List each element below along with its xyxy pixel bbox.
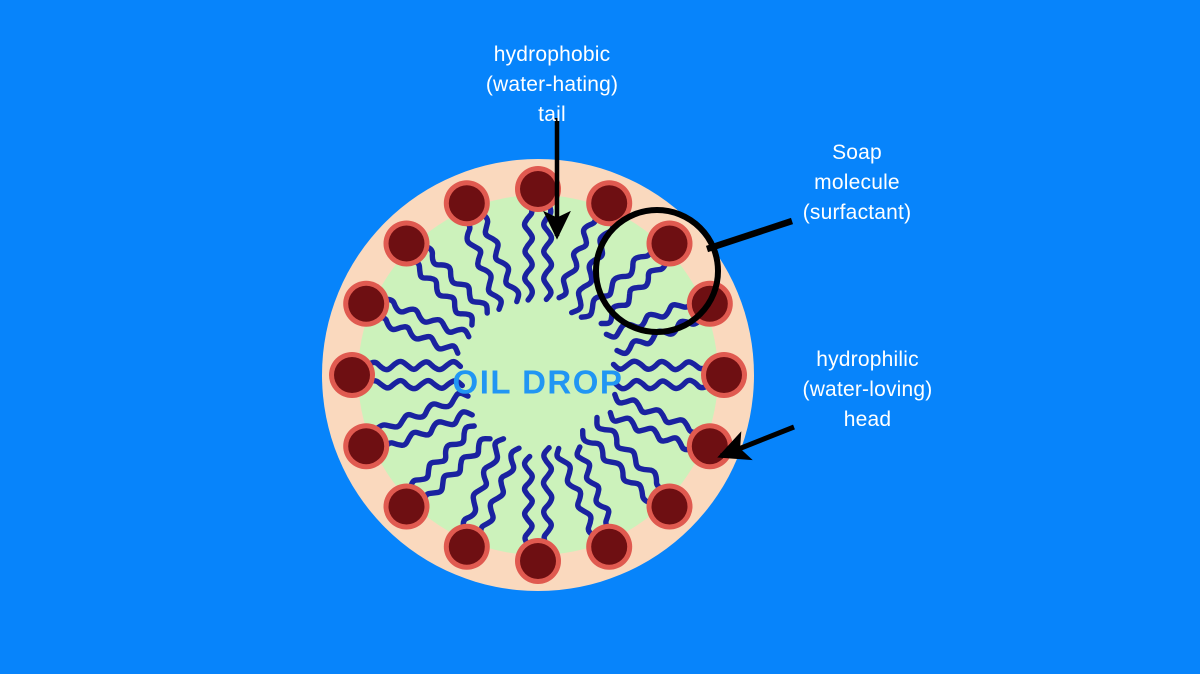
hydrophobic-tail (382, 296, 472, 340)
soap-molecule (343, 390, 475, 470)
hydrophobic-tail (569, 219, 617, 316)
hydrophilic-arrow (717, 424, 795, 461)
hydrophobic-tail (421, 436, 493, 504)
hydrophobic-tail (381, 409, 475, 451)
hydrophobic-tail (612, 391, 702, 436)
soap-molecule-pointer (705, 217, 794, 253)
soap-molecule (610, 352, 747, 398)
hydrophobic-tail (578, 246, 656, 320)
hydrophobic-tail (373, 390, 471, 432)
soap-molecule (343, 280, 472, 356)
soap-molecule (329, 352, 465, 398)
hydrophobic-tail (607, 409, 694, 453)
hydrophobic-tail (365, 377, 465, 392)
hydrophilic-head (591, 185, 628, 222)
hydrophobic-tail (407, 423, 477, 491)
soap-molecule (556, 180, 633, 316)
soap-molecule (554, 444, 633, 570)
hydrophobic-tail (612, 377, 711, 392)
hydrophobic-tail (375, 314, 461, 356)
hydrophobic-tail (556, 212, 599, 301)
hydrophilic-head (651, 225, 688, 262)
hydrophobic-tail (480, 211, 522, 305)
hydrophilic-head (348, 428, 385, 465)
soap-molecule (383, 220, 490, 328)
soap-molecule (443, 180, 522, 312)
hydrophilic-head (388, 225, 425, 262)
hydrophilic-head (348, 285, 385, 322)
magnifier-circle (593, 207, 721, 335)
hydrophobic-tail (521, 202, 535, 303)
hydrophobic-tail (423, 243, 490, 316)
hydrophobic-tail (594, 414, 667, 492)
hydrophilic-head (520, 171, 556, 207)
soap-molecule (443, 436, 522, 570)
soap-molecule (580, 414, 693, 530)
hydrophobic-tail (603, 300, 695, 340)
hydrophobic-tail (478, 445, 522, 539)
hydrophobic-tail (365, 358, 464, 373)
hydrophilic-head (334, 357, 370, 393)
hydrophilic-head (448, 528, 485, 565)
hydrophilic-head (591, 528, 628, 565)
oil-drop-core (358, 195, 718, 555)
hydrophobic-tail (463, 218, 504, 312)
hydrophobic-tail (540, 445, 555, 548)
hydrophobic-tail (554, 445, 597, 539)
hydrophobic-tail (574, 444, 613, 532)
hydrophilic-head (448, 185, 485, 222)
oil-drop-label: OIL DROP (453, 364, 624, 401)
hydrophilic-head (651, 488, 688, 525)
soap-molecule (515, 166, 561, 303)
soap-molecule (515, 445, 561, 584)
soap-molecule (383, 423, 493, 530)
hydrophilic-head (520, 543, 556, 579)
soap-molecule-group (329, 166, 747, 584)
hydrophilic-head (706, 357, 742, 393)
hydrophilic-head (691, 428, 728, 465)
hydrophobic-tail (610, 358, 711, 373)
hydrophobic-tail (580, 427, 654, 506)
hydrophobic-tail (460, 436, 507, 531)
hydrophobic-tail (409, 257, 475, 328)
hydrophilic-head (388, 488, 425, 525)
hydrophobic-tail (521, 453, 535, 548)
